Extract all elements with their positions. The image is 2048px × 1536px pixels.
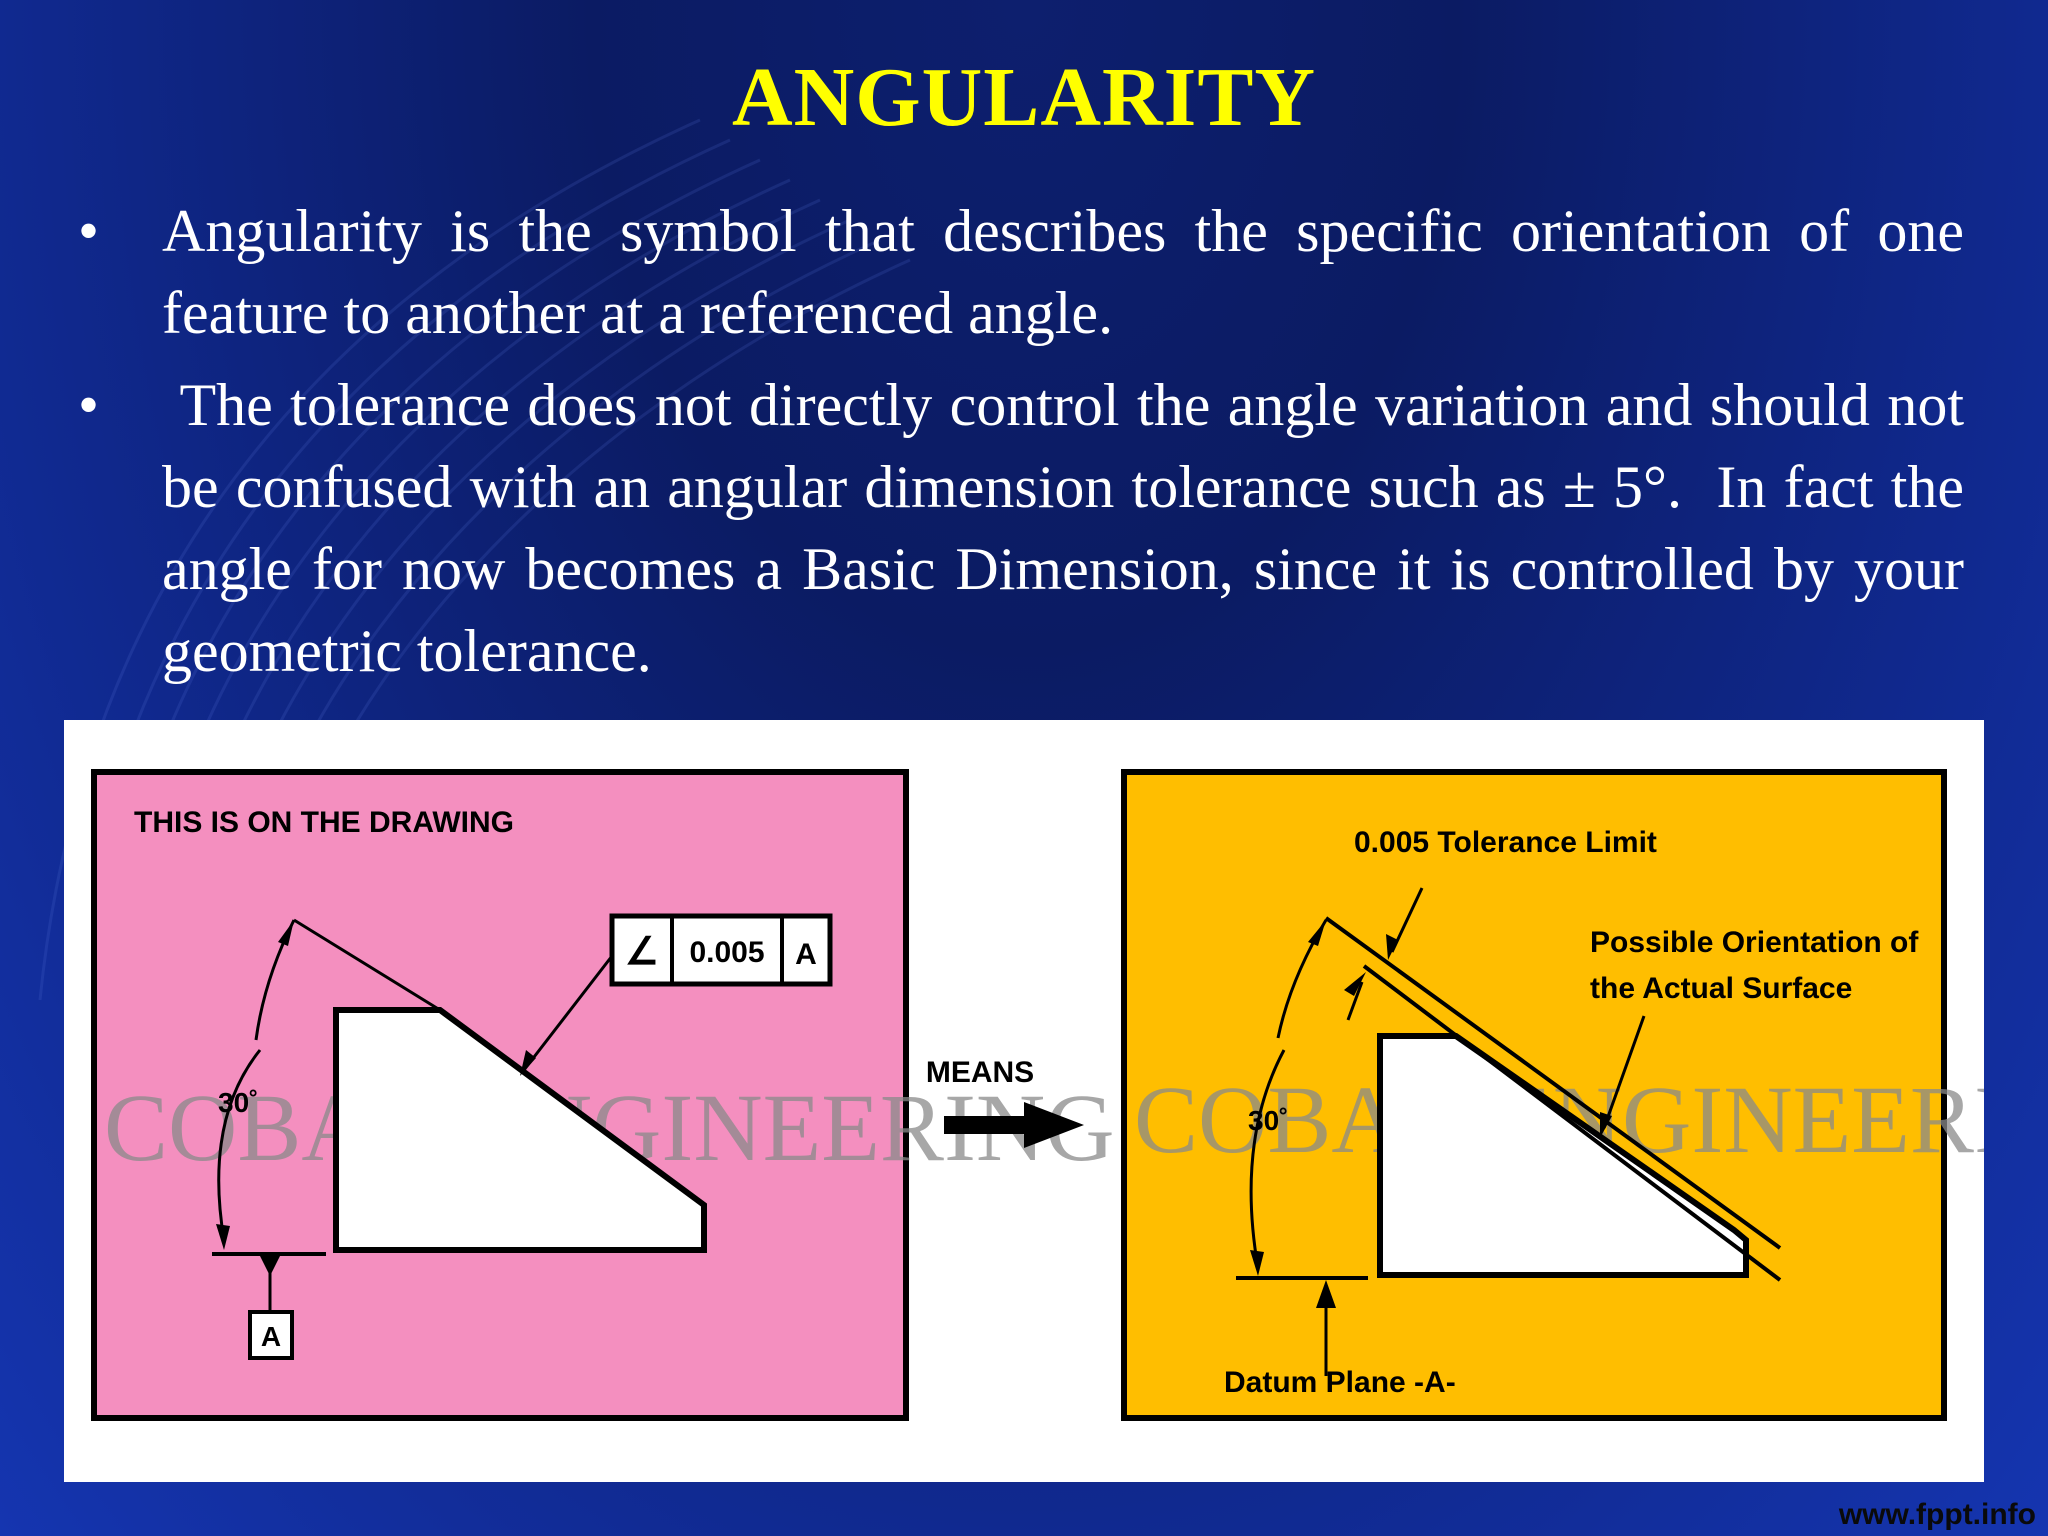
orientation-label-line1: Possible Orientation of xyxy=(1590,926,1919,959)
bullet-item-2: • The tolerance does not directly contro… xyxy=(78,364,1964,692)
bullet-text: The tolerance does not directly control … xyxy=(162,372,1979,684)
means-label: MEANS xyxy=(926,1056,1034,1089)
slide-title: ANGULARITY xyxy=(731,51,1317,144)
angle-label: 30˚ xyxy=(218,1087,258,1118)
fcf-datum: A xyxy=(795,938,817,971)
footer-url: www.fppt.info xyxy=(1838,1498,2036,1531)
right-arrow-icon xyxy=(944,1102,1084,1148)
angle-label: 30˚ xyxy=(1248,1105,1288,1136)
datum-box xyxy=(248,1310,294,1360)
datum-label: A xyxy=(261,1321,281,1352)
meaning-panel: 0.005 Tolerance Limit Possible Orientati… xyxy=(1121,769,2048,1421)
bullet-list: • Angularity is the symbol that describe… xyxy=(78,190,1964,702)
angularity-symbol-icon: ∠ xyxy=(625,931,659,973)
drawing-panel: THIS IS ON THE DRAWING COBAN ENGINEERING… xyxy=(91,769,1115,1421)
bullet-text: Angularity is the symbol that describes … xyxy=(162,198,1964,346)
tolerance-limit-label: 0.005 Tolerance Limit xyxy=(1354,826,1657,859)
drawing-heading: THIS IS ON THE DRAWING xyxy=(134,806,514,839)
datum-plane-label: Datum Plane -A- xyxy=(1224,1366,1456,1399)
bullet-item-1: • Angularity is the symbol that describe… xyxy=(78,190,1964,354)
bullet-marker: • xyxy=(78,372,100,438)
feature-control-frame: ∠ 0.005 A xyxy=(609,913,833,987)
fcf-tolerance: 0.005 xyxy=(689,936,764,969)
datum-triangle xyxy=(260,1256,280,1276)
figure-panel: THIS IS ON THE DRAWING COBAN ENGINEERING… xyxy=(64,720,2048,1482)
bullet-marker: • xyxy=(78,198,100,264)
angularity-figure: THIS IS ON THE DRAWING COBAN ENGINEERING… xyxy=(91,769,2048,1421)
part-outline xyxy=(333,1007,707,1253)
orientation-label-line2: the Actual Surface xyxy=(1590,972,1852,1005)
means-arrow: MEANS xyxy=(926,1056,1084,1148)
